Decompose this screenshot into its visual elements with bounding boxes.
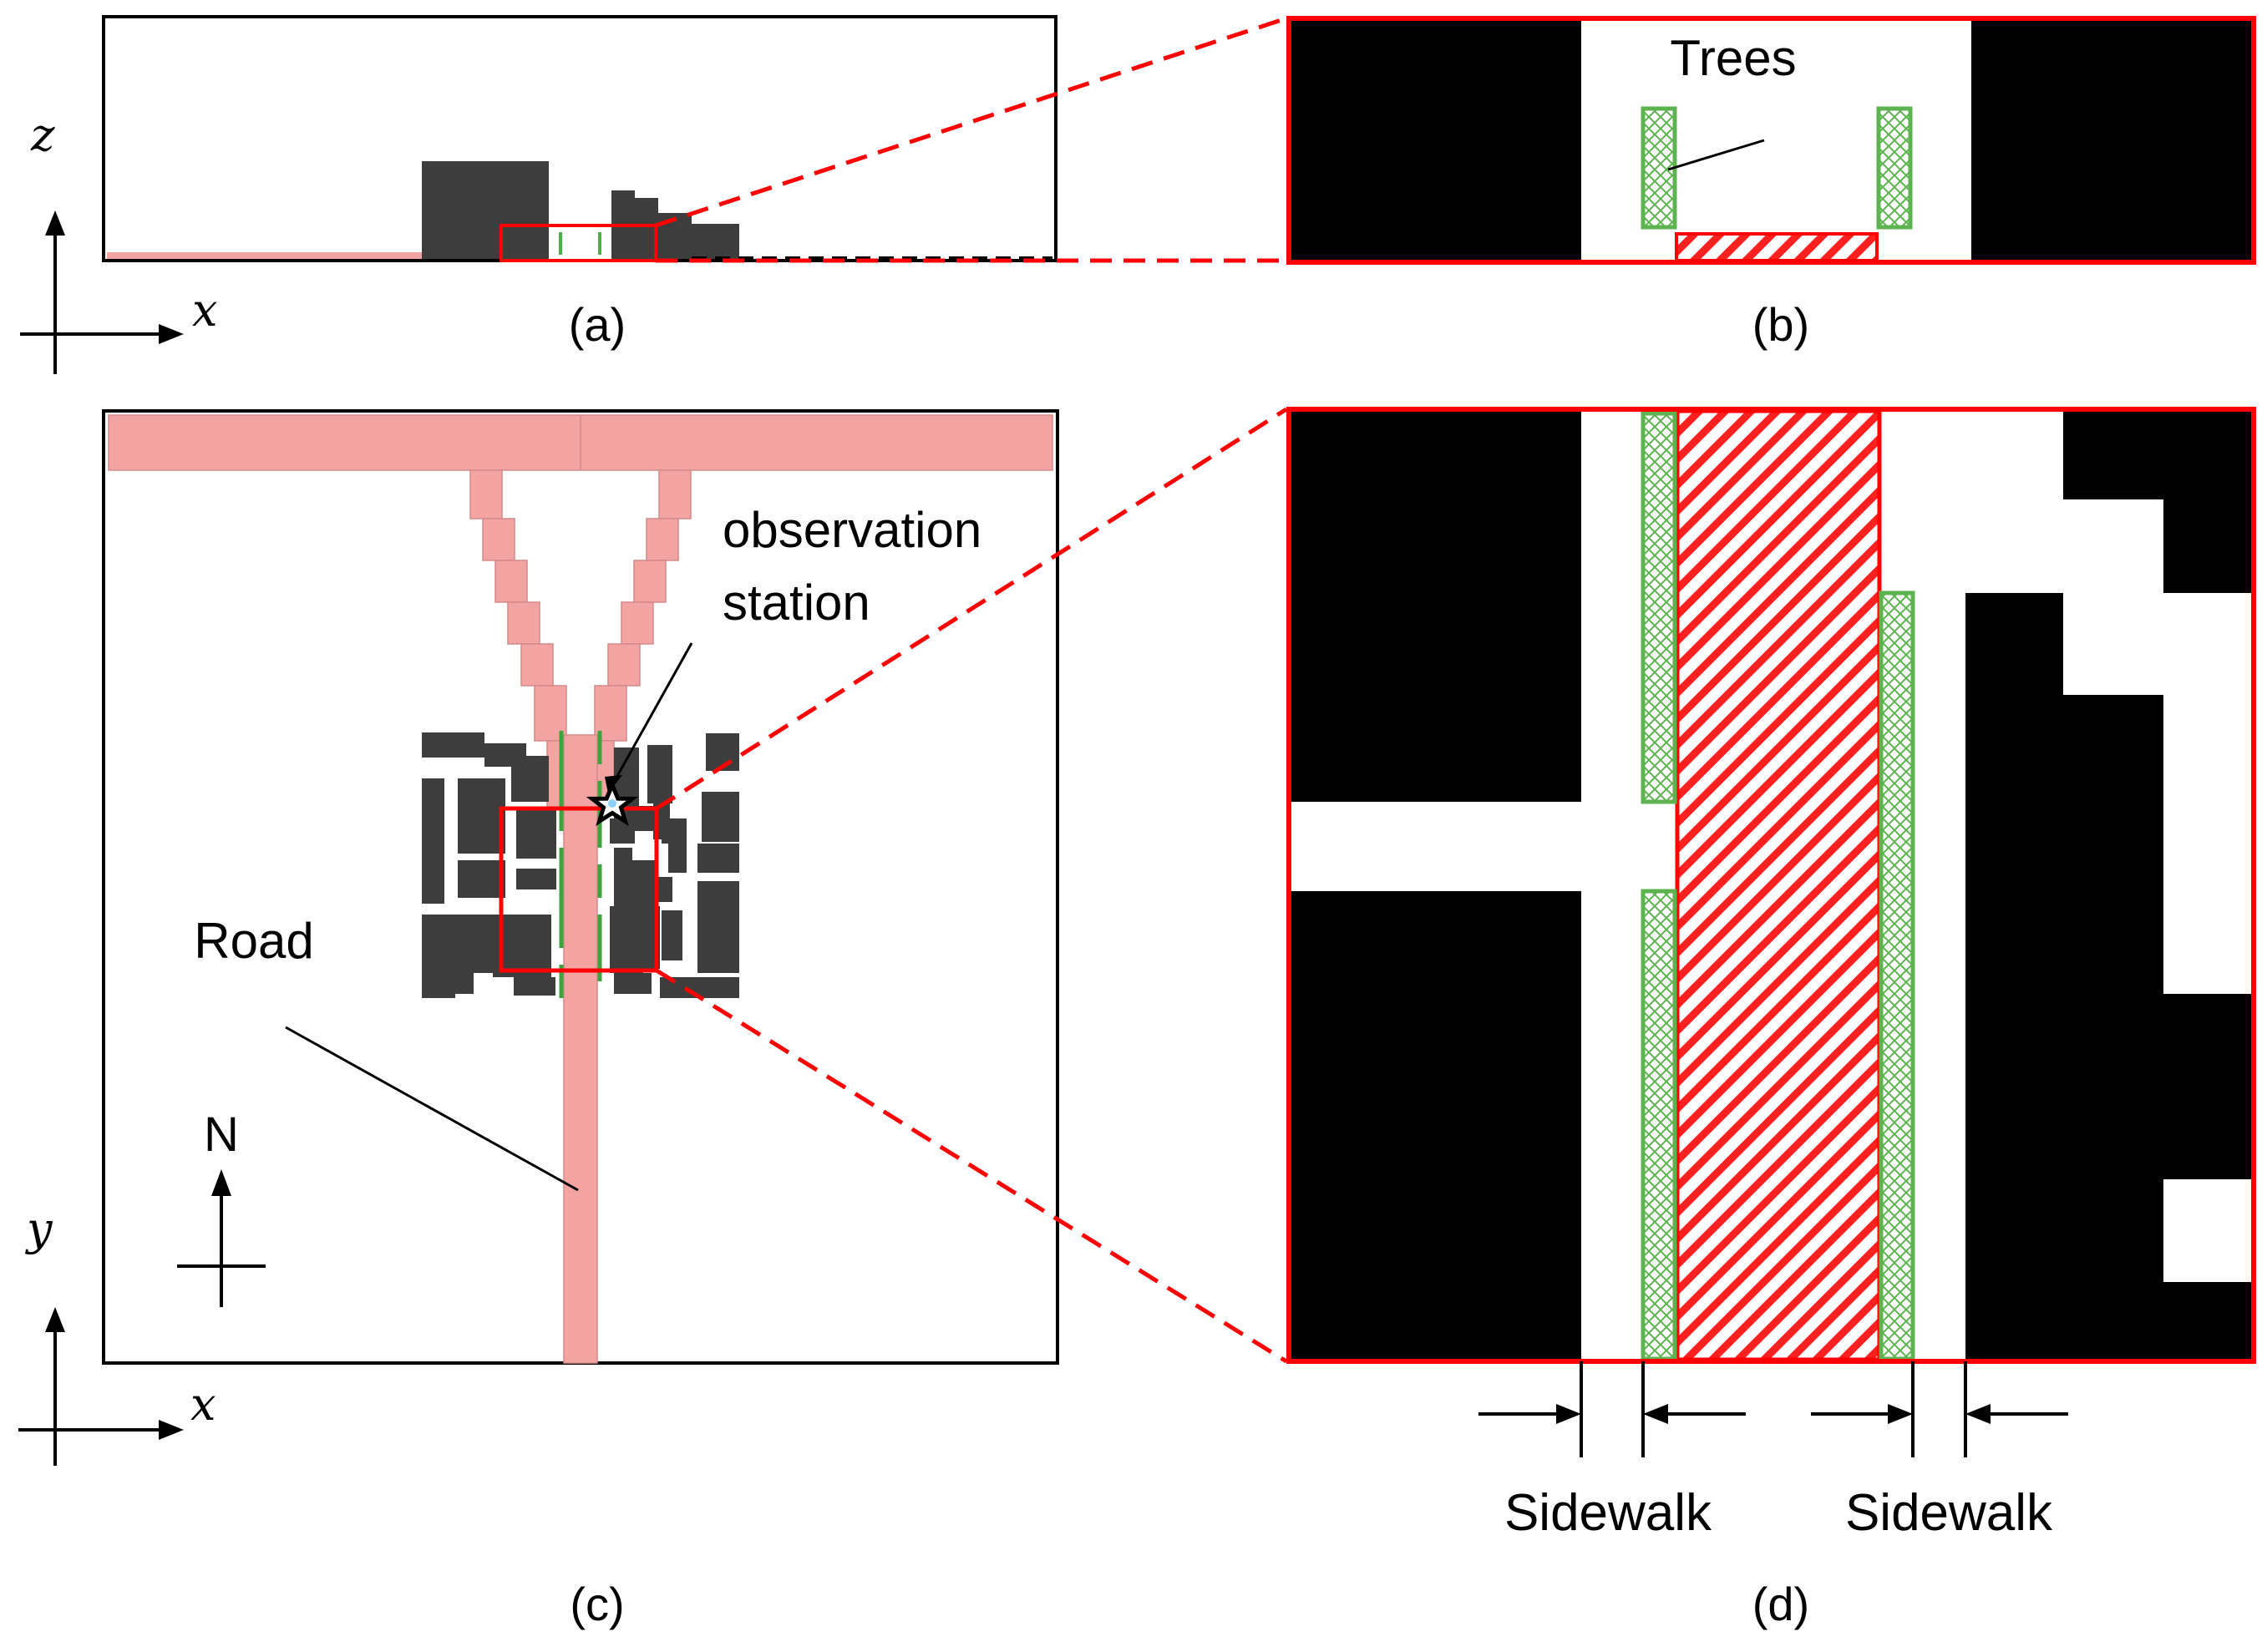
y-axis-label: y: [25, 1203, 53, 1255]
caption-d: (d): [1752, 1578, 1809, 1630]
trees-side-view: [559, 232, 601, 255]
road-leader-line: [285, 1026, 579, 1192]
trees-d: [1641, 411, 1915, 1361]
trees-plan-view: [559, 731, 602, 998]
building-left-b: [1289, 18, 1581, 262]
z-axis-label: z: [30, 109, 55, 161]
caption-c: (c): [570, 1578, 624, 1630]
road-section-b: [1675, 232, 1879, 262]
buildings-d: [1289, 409, 2254, 1361]
road-side-view: [107, 252, 424, 259]
trees-label: Trees: [1670, 30, 1796, 86]
caption-a: (a): [569, 298, 626, 351]
road-section-d: [1675, 408, 1882, 1362]
road-label: Road: [194, 913, 313, 969]
tree-right-b: [1876, 106, 1913, 230]
axis-arrows-a: [20, 226, 167, 374]
north-label: N: [204, 1107, 239, 1162]
north-arrow-head: [211, 1169, 231, 1196]
sidewalk-dimension-right: [1811, 1361, 2068, 1457]
zoom-connectors-cd: [655, 407, 1288, 1364]
zoom-connectors-ab: [655, 16, 1287, 263]
trees-leader-line: [1667, 139, 1765, 171]
sidewalk-dimension-left: [1478, 1361, 1746, 1457]
panel-c: observation station Road N y x (c): [18, 409, 1059, 1630]
caption-b: (b): [1752, 298, 1809, 351]
sidewalk-label-right: Sidewalk: [1845, 1484, 2053, 1542]
building-right-b: [1971, 18, 2254, 262]
zoom-box-c: [499, 806, 659, 973]
panel-b: Trees (b): [1286, 16, 2256, 351]
station-leader-line: [611, 642, 693, 786]
panel-d: Sidewalk Sidewalk (d): [1286, 407, 2256, 1630]
axis-arrows-c: [18, 1324, 167, 1466]
zoom-box-a: [500, 224, 657, 262]
building-side-view: [422, 161, 739, 259]
station-label-line2: station: [723, 575, 870, 631]
north-arrow: [177, 1194, 266, 1307]
x-axis-label-a: x: [192, 284, 217, 337]
x-axis-label-c: x: [190, 1378, 216, 1431]
sidewalk-label-left: Sidewalk: [1504, 1484, 1712, 1542]
station-label-line1: observation: [723, 502, 981, 558]
panel-a: z x (a): [20, 15, 1057, 374]
